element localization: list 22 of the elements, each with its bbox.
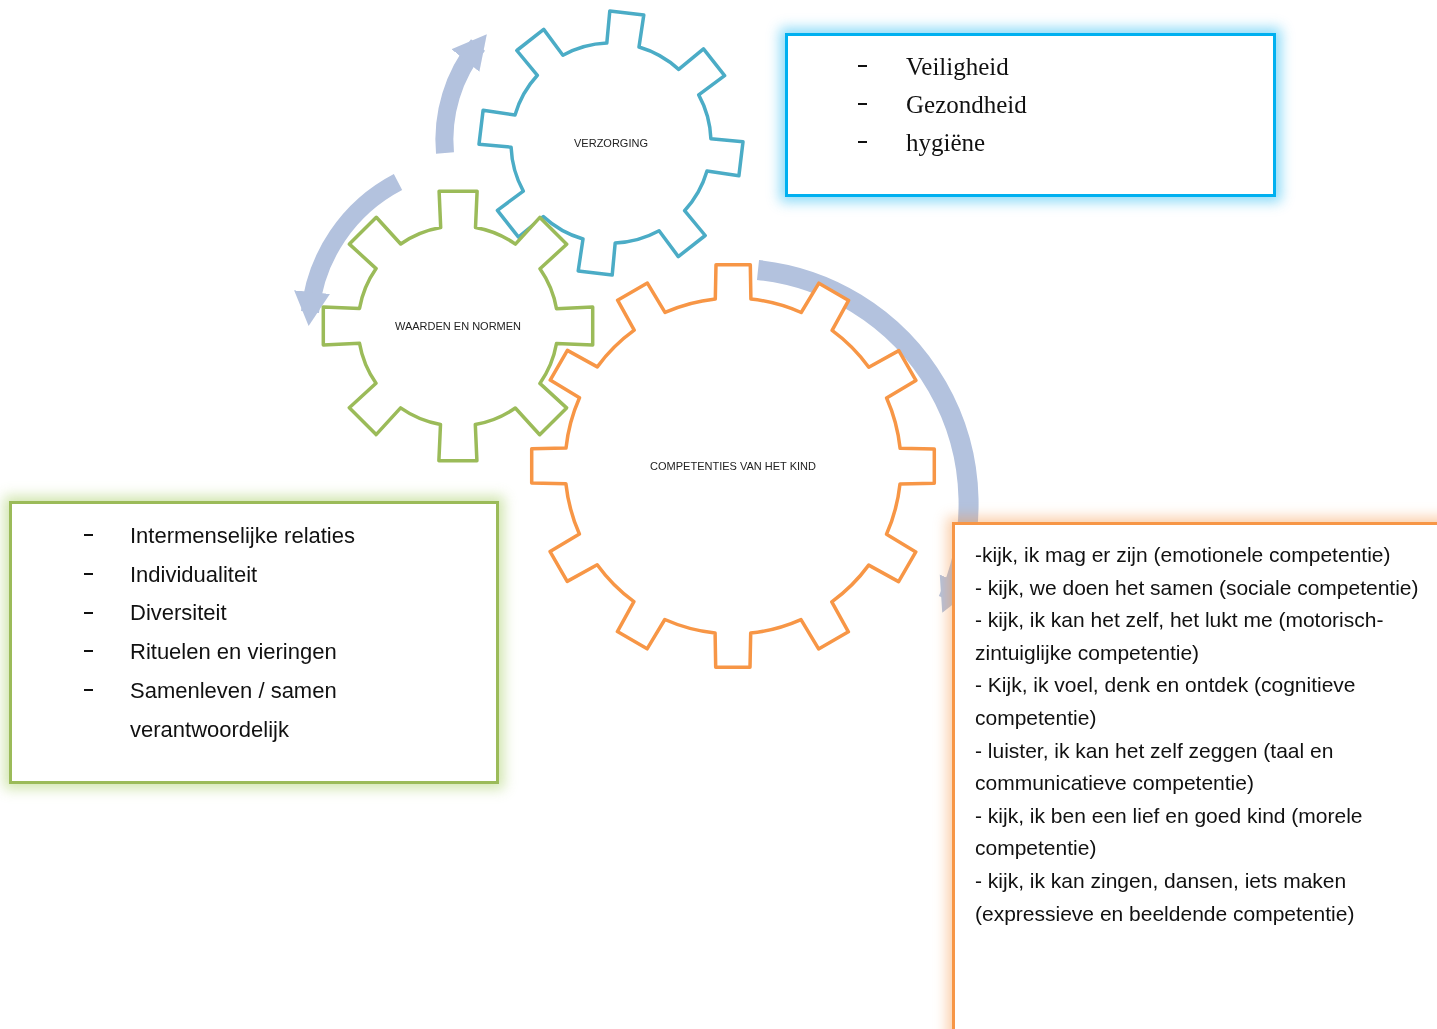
list-item: hygiëne	[856, 124, 1263, 162]
curved-arrow	[756, 260, 979, 614]
list-item: Diversiteit	[82, 594, 486, 634]
gear-label: WAARDEN EN NORMEN	[394, 320, 522, 332]
competence-text: -kijk, ik mag er zijn (emotionele competentie)	[975, 542, 1392, 568]
competence-text: - kijk, ik ben een lief en goed kind (morele competentie)	[975, 802, 1364, 862]
list-box	[9, 501, 499, 784]
competence-text: - luister, ik kan het zelf zeggen (taal en communicatieve competentie)	[975, 737, 1335, 797]
list-item: Samenleven / samen verantwoordelijk	[82, 671, 486, 750]
gear-label: COMPETENTIES VAN HET KIND	[650, 460, 816, 472]
competence-text: - Kijk, ik voel, denk en ontdek (cognitieve competentie)	[975, 672, 1357, 731]
competence-text: - kijk, ik kan zingen, dansen, iets maken (expressieve en beeldende competentie)	[975, 867, 1356, 927]
gear-label: VERZORGING	[574, 137, 648, 149]
list-item: Intermenselijke relaties	[82, 517, 486, 556]
list-box	[952, 522, 1437, 1029]
list-item: Individualiteit	[82, 555, 486, 595]
list-item: Rituelen en vieringen	[82, 633, 486, 672]
list-item: Gezondheid	[856, 86, 1263, 124]
list-item: Veiligheid	[856, 48, 1263, 86]
competence-text: - kijk, we doen het samen (sociale competentie)	[975, 574, 1419, 601]
competence-text: - kijk, ik kan het zelf, het lukt me (motorisch-zintuiglijke competentie)	[975, 607, 1385, 666]
list-box	[785, 33, 1276, 197]
